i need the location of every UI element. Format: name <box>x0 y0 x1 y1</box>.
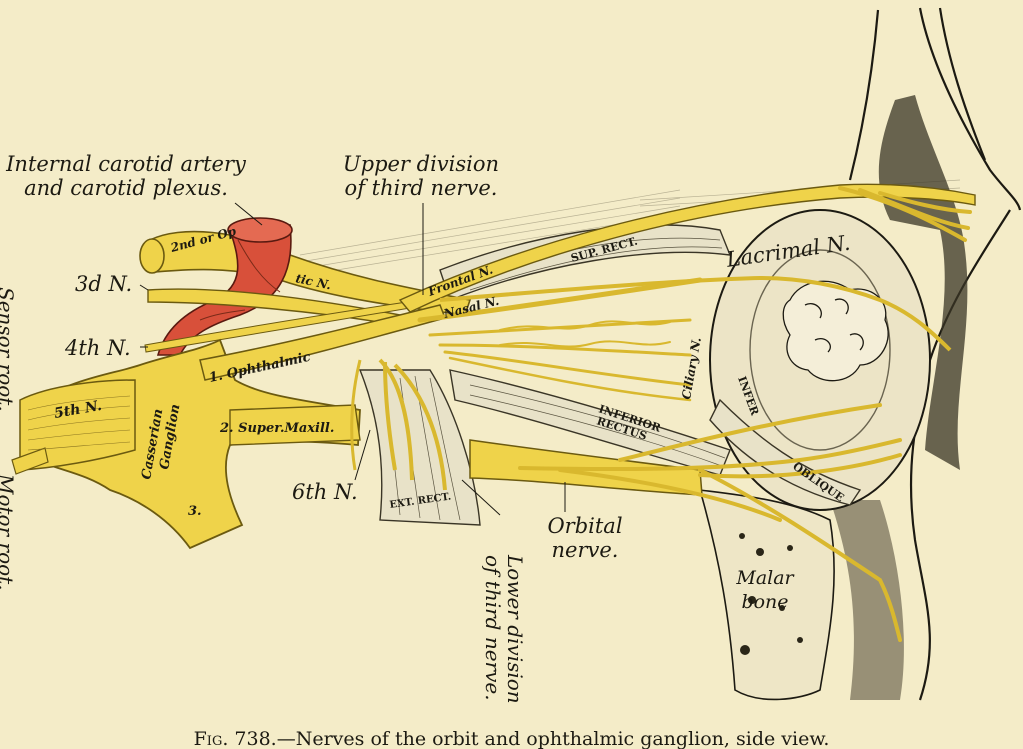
lower-division-line2: of third nerve. <box>481 555 505 701</box>
motor-root <box>11 447 49 475</box>
internal-carotid-line1: Internal carotid artery <box>6 152 246 176</box>
motor-root-label: Motor root. <box>0 474 18 591</box>
third-n-label: 3d N. <box>75 272 133 296</box>
orbit-floor-shading <box>830 500 904 700</box>
caption-text: —Nerves of the orbit and ophthalmic gang… <box>276 728 830 749</box>
internal-carotid-label: Internal carotid artery and carotid plex… <box>0 152 252 200</box>
lower-division-line1: Lower division <box>503 555 527 704</box>
orbital-nerve-line2: nerve. <box>551 538 619 562</box>
internal-carotid-line2: and carotid plexus. <box>24 176 228 200</box>
sixth-nerve <box>350 359 362 471</box>
orbital-nerve-line1: Orbital <box>547 514 623 538</box>
figure-caption: Fig. 738.—Nerves of the orbit and ophtha… <box>0 728 1023 749</box>
sixth-n-label: 6th N. <box>292 480 358 504</box>
malar-bone-texture <box>739 533 803 655</box>
lower-division-third-nerve <box>378 358 447 491</box>
orbital-nerve-label: Orbital nerve. <box>530 514 640 562</box>
nasal-and-ciliary-nerves <box>417 277 703 402</box>
orbital-branches <box>518 403 902 642</box>
lower-division-label: Lower division of third nerve. <box>481 555 527 704</box>
three-label: 3. <box>188 504 202 519</box>
malar-bone-label: Malar bone <box>720 566 810 614</box>
upper-division-line1: Upper division <box>342 152 500 176</box>
external-rectus <box>358 369 481 526</box>
sensor-root-label: Sensor root. <box>0 287 18 412</box>
leader-lines <box>139 202 566 516</box>
superior-rectus <box>439 224 732 301</box>
ciliary-n-label: Ciliary N. <box>679 336 704 400</box>
upper-division-label: Upper division of third nerve. <box>336 152 506 200</box>
internal-carotid-artery <box>156 217 293 356</box>
fifth-nerve-root <box>19 379 136 471</box>
bone-line: bone <box>741 591 789 613</box>
malar-line: Malar <box>736 567 794 589</box>
superior-maxillary-division <box>229 404 361 446</box>
caption-prefix: Fig. 738. <box>193 728 277 749</box>
optic-nerve-end <box>139 238 165 274</box>
lacrimal-nerve <box>439 275 952 352</box>
frontal-nerve <box>398 183 976 313</box>
super-maxill-label: 2. Super.Maxill. <box>219 421 334 436</box>
frontal-branches <box>838 186 972 242</box>
fourth-n-label: 4th N. <box>65 336 131 360</box>
ganglion-striations <box>27 395 131 451</box>
eyeball-inner <box>749 249 891 451</box>
inferior-oblique <box>709 398 862 506</box>
upper-division-line2: of third nerve. <box>344 176 498 200</box>
